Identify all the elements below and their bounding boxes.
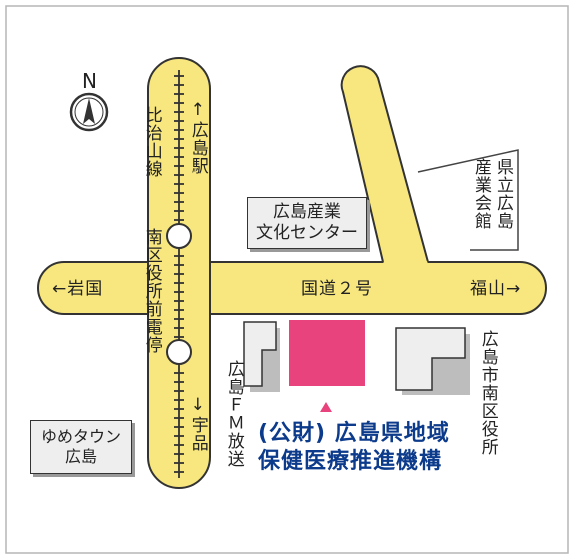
to-iwakuni-label: ←岩国 [52,279,104,299]
tram-stop-south [166,339,192,365]
destination-name: (公財) 広島県地域 保健医療推進機構 [258,420,450,476]
mall-line1: ゆめタウン [40,427,121,446]
destination-line1: (公財) 広島県地域 [258,421,450,446]
culture-center-line1: 広島産業 [273,201,341,222]
prefectural-hall-label: 県立広島産業会館 [471,158,513,230]
culture-center-line2: 文化センター [256,223,358,243]
tram-line-name: 比治山線 [141,106,162,178]
compass-icon [69,92,109,132]
destination-building [289,320,365,386]
destination-marker-icon [320,402,332,412]
tram-stop-label: 南区役所前電停 [141,228,162,354]
fm-station-building [243,321,280,392]
fm-station-label: 広島ＦＭ放送 [223,360,244,468]
mall-line2: 広島 [64,447,97,466]
ward-office-label: 広島市南区役所 [477,330,498,456]
to-fukuyama-label: 福山→ [470,279,522,299]
mall-box: ゆめタウン 広島 [30,420,132,474]
national-route-label: 国道２号 [301,279,373,299]
to-ujina-label: ↓宇品 [187,395,208,452]
destination-line2: 保健医療推進機構 [258,449,443,474]
ward-office-building [395,327,470,395]
prefectural-hall-outline [417,149,519,251]
diagonal-road [340,65,429,263]
compass-north-label: N [82,69,98,93]
culture-center-box: 広島産業 文化センター [247,197,367,249]
to-hiroshima-station-label: ↑広島駅 [187,100,208,175]
tram-track [174,70,184,478]
tram-stop-north [166,223,192,249]
